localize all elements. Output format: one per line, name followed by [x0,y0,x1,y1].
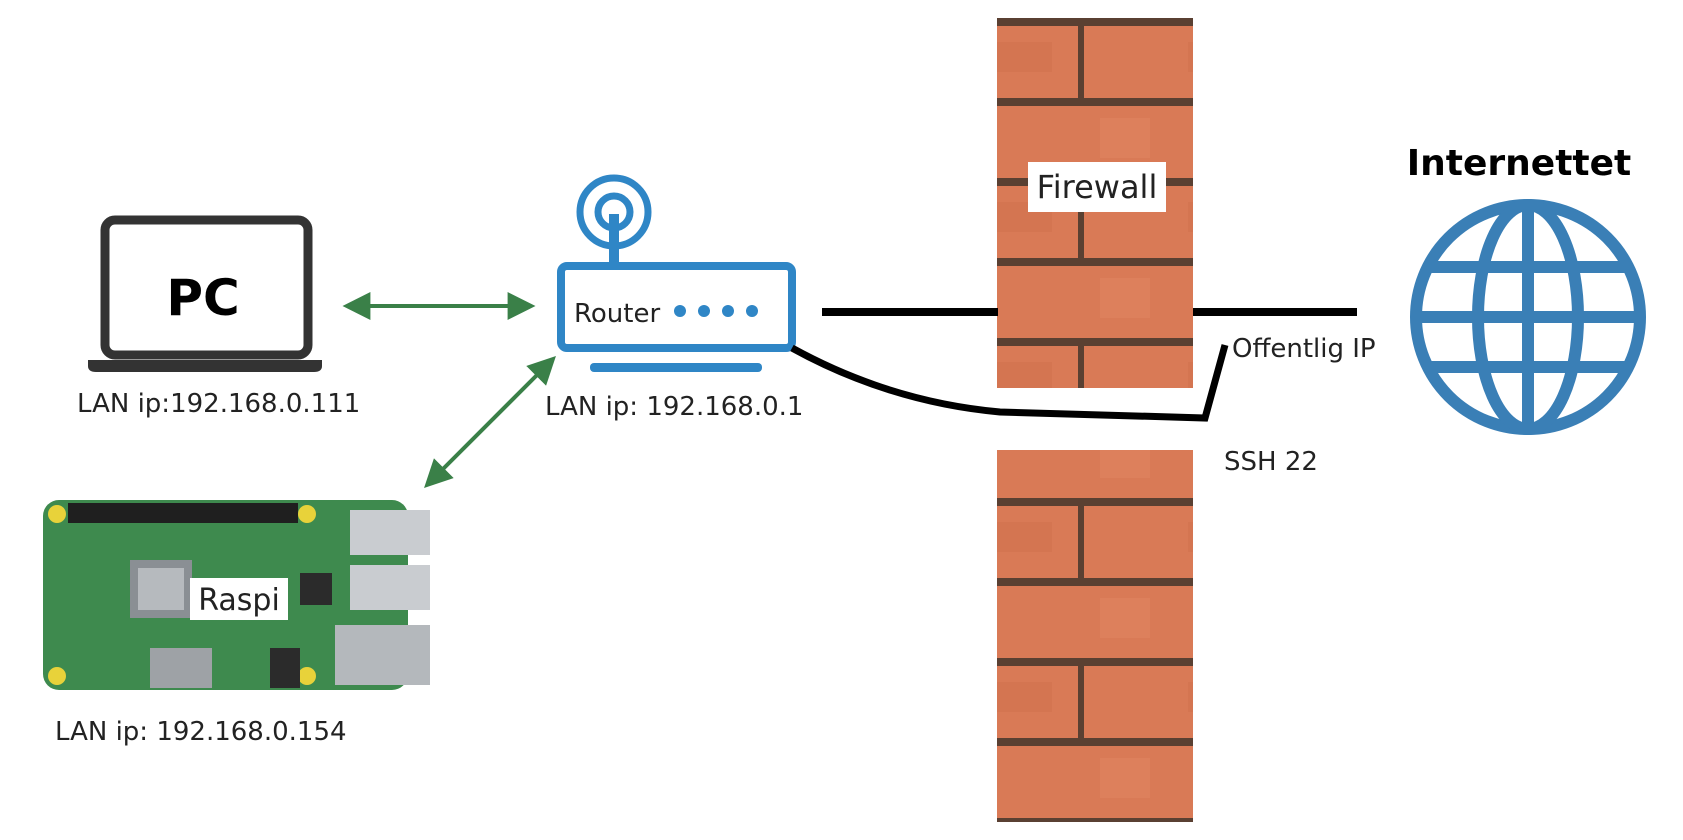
pc-title: PC [166,269,239,327]
router-raspi-link-arrow [424,356,556,488]
router-title: Router [574,299,660,329]
router-ip-label: LAN ip: 192.168.0.1 [545,392,803,422]
firewall-node: Firewall [997,18,1193,822]
raspi-node: Raspi LAN ip: 192.168.0.154 [43,500,430,747]
laptop-icon [88,215,322,372]
raspi-title-box [190,578,288,620]
brick-wall-lower [997,450,1193,822]
pc-node: PC LAN ip:192.168.0.111 [77,215,360,419]
internet-node: Internettet [1407,143,1646,435]
firewall-title: Firewall [1037,168,1158,206]
raspi-ip-label: LAN ip: 192.168.0.154 [55,717,347,747]
raspi-title: Raspi [198,583,280,618]
router-icon [557,262,796,372]
ssh-forward-cable [790,344,1229,422]
internet-title: Internettet [1407,143,1632,184]
wifi-signal-icon [576,174,652,266]
router-node: Router LAN ip: 192.168.0.1 [545,174,803,422]
globe-icon [1410,199,1646,435]
ssh-port-label: SSH 22 [1224,447,1318,477]
firewall-title-box [1028,162,1166,212]
pc-ip-label: LAN ip:192.168.0.111 [77,389,360,419]
public-ip-label: Offentlig IP [1232,334,1376,364]
